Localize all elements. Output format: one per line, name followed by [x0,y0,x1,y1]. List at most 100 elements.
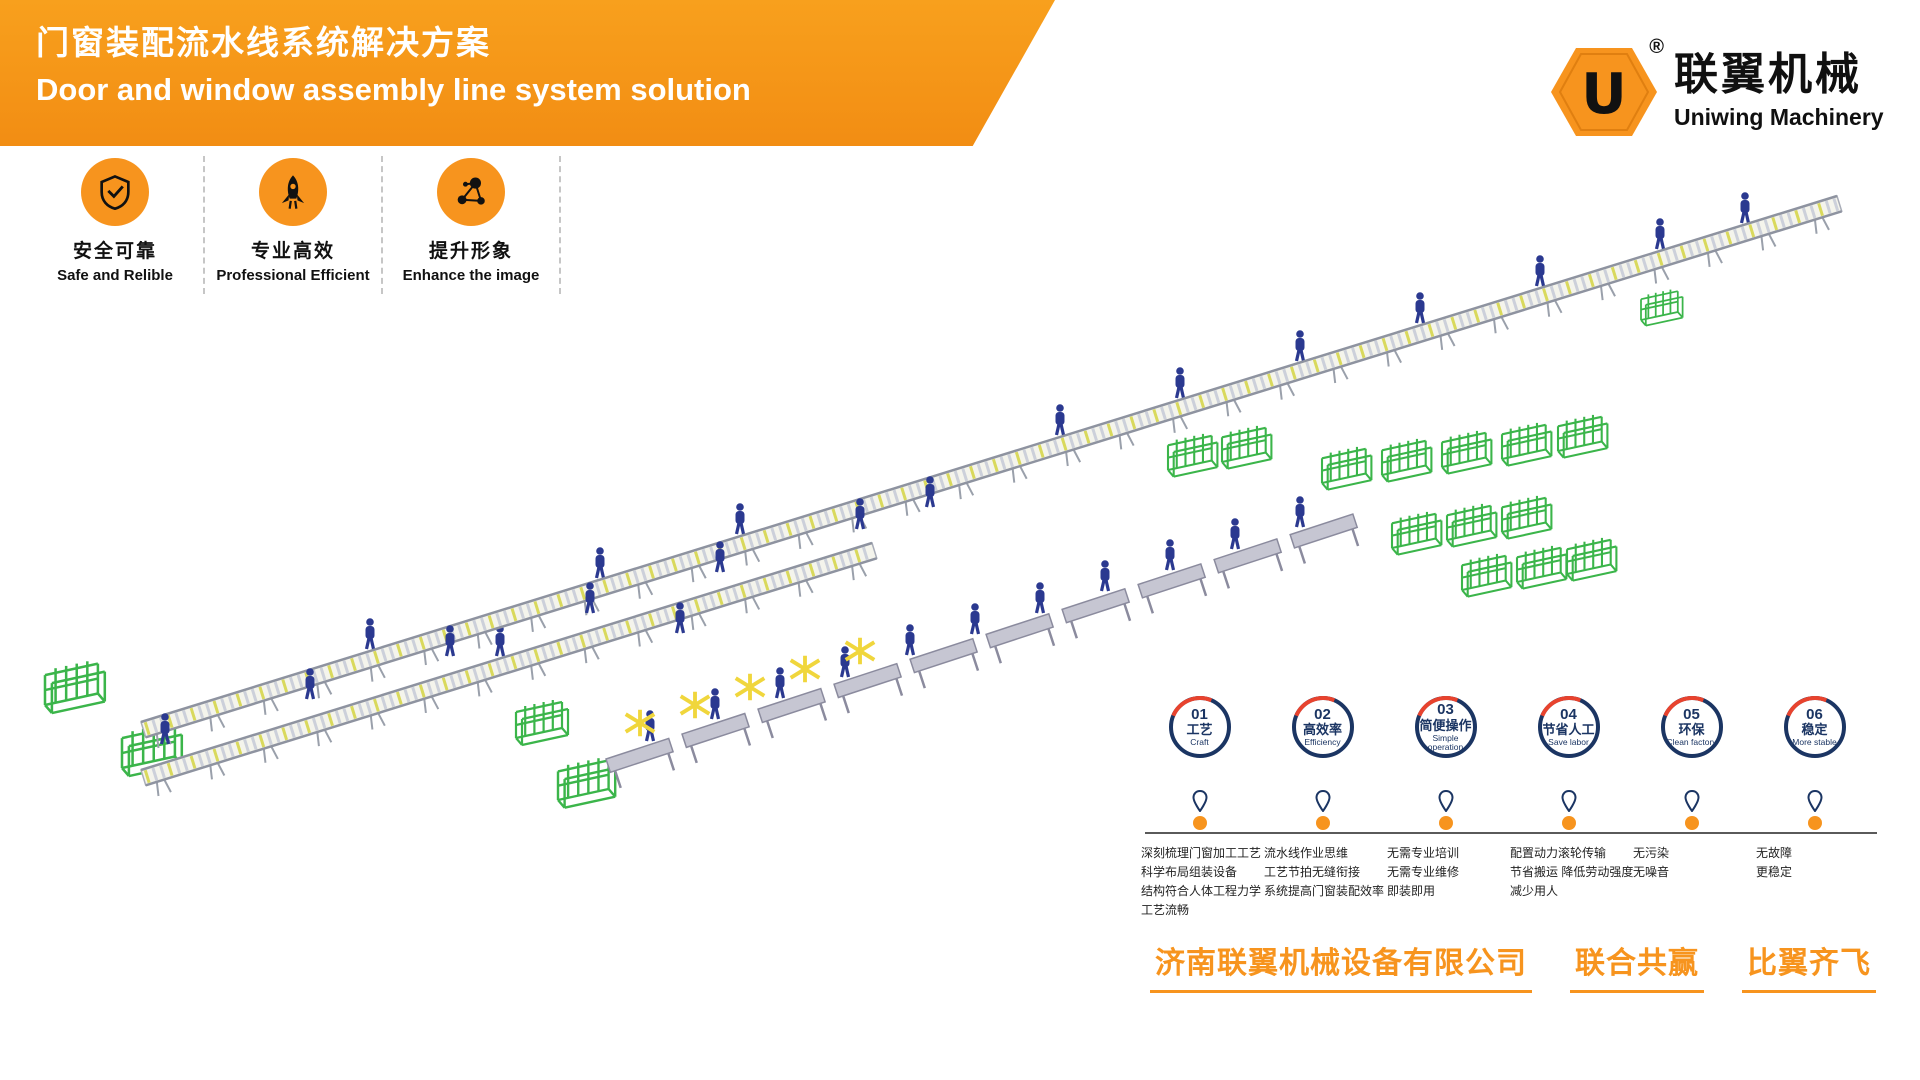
timeline-description: 深刻梳理门窗加工工艺科学布局组装设备 结构符合人体工程力学工艺流畅 [1141,846,1262,917]
window-rack [1556,414,1609,459]
worker-figure [1229,518,1241,550]
molecule-icon [437,158,505,226]
timeline-number: 05 [1683,705,1700,723]
conveyor-line [140,194,1843,749]
timeline-dot [1438,816,1453,830]
window-rack [120,724,184,778]
company-name: 济南联翼机械设备有限公司 [1150,938,1532,993]
window-rack [1380,438,1433,483]
timeline-dot [1807,816,1822,830]
window-frame [734,673,766,701]
pin-icon [1437,790,1454,812]
window-rack [1445,503,1498,548]
window-frame [624,709,656,737]
timeline-label-en: Efficiency [1304,737,1341,748]
timeline-label-zh: 简便操作 [1419,717,1472,733]
timeline-dot [1684,816,1699,830]
timeline-description: 无需专业培训无需专业维修 即装即用 [1387,846,1460,898]
timeline-label-zh: 稳定 [1801,722,1828,738]
worker-figure [1654,218,1666,250]
window-rack [1640,289,1684,327]
timeline-number: 06 [1806,705,1823,723]
timeline-circle: 03 简便操作 Simple operation [1414,696,1477,758]
timeline-circle: 06 稳定 More stable [1783,696,1846,758]
rocket-icon [259,158,327,226]
window-rack [514,700,570,747]
timeline-item-simple-operation: 03 简便操作 Simple operation 无需专业培训无需专业维修 即装… [1385,696,1506,920]
worker-figure [494,625,506,657]
timeline-label-en: More stable [1792,737,1837,748]
window-rack [1390,511,1443,556]
shield-icon [81,158,149,226]
brand-logo: U ® 联翼机械 Uniwing Machinery [1548,36,1898,142]
window-rack [43,661,107,715]
worker-figure [444,625,456,657]
timeline-number: 01 [1191,705,1208,723]
registered-mark: ® [1649,36,1664,58]
worker-figure [584,582,596,614]
window-rack [1460,553,1513,598]
window-rack [1500,422,1553,467]
timeline-number: 03 [1437,701,1454,719]
window-rack [1565,537,1618,582]
slogan-win-win: 联合共赢 [1570,938,1704,993]
worker-figure [1534,255,1546,287]
slogan-fly-together: 比翼齐飞 [1742,938,1876,993]
pin-icon [1560,790,1577,812]
window-rack [1320,446,1373,491]
worker-figure [714,541,726,573]
worker-figure [709,688,721,720]
worker-figure [839,646,851,678]
page-title-en: Door and window assembly line system sol… [36,72,751,107]
page-title-zh: 门窗装配流水线系统解决方案 [36,24,491,61]
window-frame [679,691,711,719]
timeline-circle: 02 高效率 Efficiency [1291,696,1354,758]
worker-figure [1054,404,1066,436]
worker-figure [1164,539,1176,571]
timeline-label-zh: 节省人工 [1542,722,1595,738]
timeline-item-stable: 06 稳定 More stable 无故障更稳定 [1754,696,1875,920]
window-rack [1220,425,1273,470]
pin-icon [1314,790,1331,812]
feature-label-en: Professional Efficient [216,267,370,284]
window-rack [556,758,617,809]
timeline-item-craft: 01 工艺 Craft 深刻梳理门窗加工工艺科学布局组装设备 结构符合人体工程力… [1139,696,1262,920]
worker-figure [854,498,866,530]
worker-figure [1414,292,1426,324]
timeline-description: 无污染无噪音 [1633,846,1670,879]
timeline-item-clean-factory: 05 环保 Clean factory 无污染无噪音 [1631,696,1752,920]
worker-figure [594,547,606,579]
window-frame [844,637,876,665]
logo-hexagon-icon: U ® [1548,36,1664,142]
pin-icon [1191,790,1208,812]
timeline-dot [1561,816,1576,830]
worker-figure [904,624,916,656]
pin-icon [1683,790,1700,812]
worker-figure [924,476,936,508]
timeline-dot [1192,816,1207,830]
worker-figure [1739,192,1751,224]
timeline-description: 流水线作业思维工艺节拍无缝衔接 系统提高门窗装配效率 [1264,846,1385,898]
header-banner: 门窗装配流水线系统解决方案 Door and window assembly l… [0,0,1055,146]
timeline-dot [1315,816,1330,830]
conveyor-line [140,541,878,797]
timeline-label-zh: 环保 [1678,722,1705,738]
feature-label-zh: 提升形象 [428,241,513,262]
timeline-item-efficiency: 02 高效率 Efficiency 流水线作业思维工艺节拍无缝衔接 系统提高门窗… [1262,696,1385,920]
timeline-label-en: Save labor [1548,737,1589,748]
brand-name-zh: 联翼机械 [1674,50,1862,99]
timeline-item-save-labor: 04 节省人工 Save labor 配置动力滚轮传输节省搬运 降低劳动强度 减… [1508,696,1633,920]
timeline-description: 配置动力滚轮传输节省搬运 降低劳动强度 减少用人 [1510,846,1634,898]
feature-label-en: Safe and Relible [57,267,173,284]
window-rack [1440,430,1493,475]
worker-figure [1294,330,1306,362]
worker-figure [969,603,981,635]
worker-figure [774,667,786,699]
window-rack [1500,495,1553,540]
worker-figure [1034,582,1046,614]
worker-figure [734,503,746,535]
worker-figure [1174,367,1186,399]
footer-slogans: 济南联翼机械设备有限公司 联合共赢 比翼齐飞 [1150,938,1876,993]
window-rack [1515,545,1568,590]
